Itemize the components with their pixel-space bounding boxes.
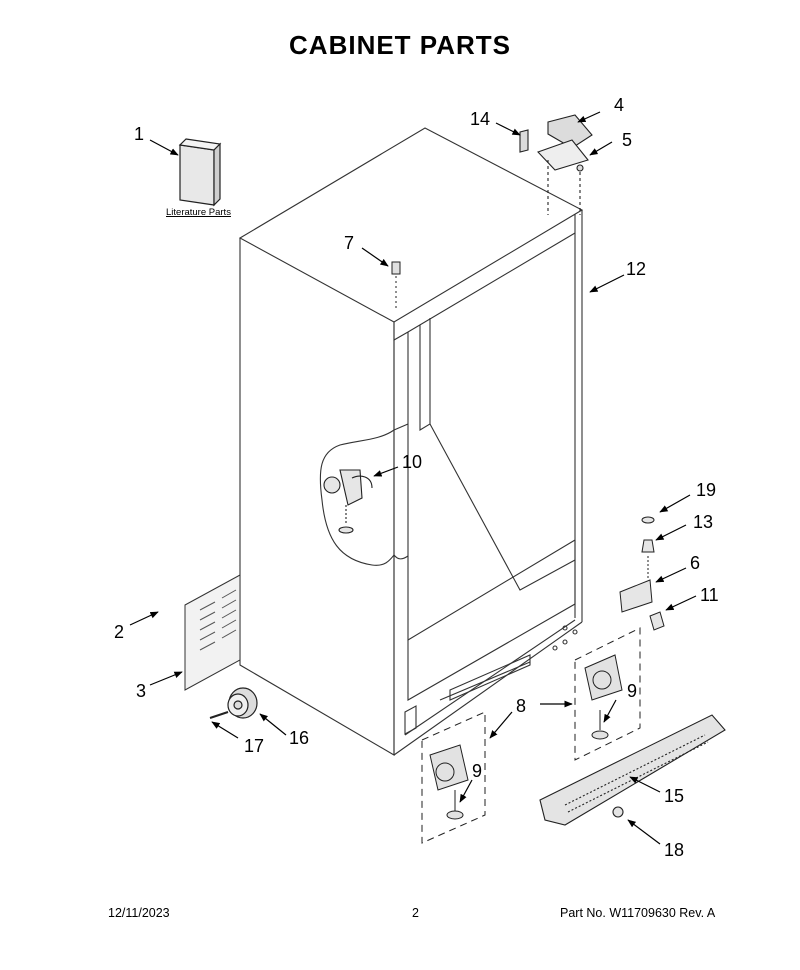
callout-9-left: 9: [472, 761, 483, 781]
callout-8: 8: [516, 696, 527, 716]
leader-15: [629, 776, 661, 793]
callout-1: 1: [134, 124, 145, 144]
leader-10: [373, 466, 399, 477]
callout-12: 12: [626, 259, 647, 279]
top-hinge: [519, 114, 593, 215]
callout-10: 10: [402, 452, 423, 472]
leader-5: [589, 141, 613, 156]
footer-date: 12/11/2023: [108, 906, 170, 920]
callout-15: 15: [664, 786, 685, 806]
drain-fitting: [323, 469, 373, 534]
page-title: CABINET PARTS: [289, 30, 511, 60]
left-front-roller: [421, 711, 486, 844]
callout-18: 18: [664, 840, 685, 860]
literature-parts-label: Literature Parts: [166, 207, 231, 218]
callout-2: 2: [114, 622, 125, 642]
base-grille: [539, 714, 726, 826]
handle-plug: [391, 261, 401, 310]
leader-2: [129, 611, 159, 626]
leader-13: [655, 524, 687, 541]
leader-19: [659, 494, 691, 513]
callout-7: 7: [344, 233, 355, 253]
leader-14: [495, 122, 521, 136]
footer-part-number: Part No. W11709630 Rev. A: [560, 906, 716, 920]
literature-booklet: [178, 138, 222, 207]
callout-13: 13: [693, 512, 714, 532]
leader-4: [577, 111, 601, 123]
leader-18: [627, 819, 661, 845]
leader-16: [259, 713, 287, 736]
leader-12: [589, 274, 625, 293]
callout-5: 5: [622, 130, 633, 150]
rear-grille: [184, 574, 241, 691]
right-front-roller: [574, 627, 641, 761]
callout-6: 6: [690, 553, 701, 573]
callout-3: 3: [136, 681, 147, 701]
callout-9-right: 9: [627, 681, 638, 701]
leader-1: [149, 139, 179, 156]
leader-6: [655, 567, 687, 583]
leader-3: [149, 671, 183, 686]
leader-8b: [489, 711, 513, 739]
leader-7: [361, 247, 389, 267]
rear-wheel: [209, 687, 258, 719]
leader-9b: [459, 779, 473, 803]
callout-14: 14: [470, 109, 491, 129]
leader-17: [211, 721, 239, 739]
callout-17: 17: [244, 736, 265, 756]
cabinet-body: [238, 127, 584, 756]
callout-16: 16: [289, 728, 310, 748]
footer-page-number: 2: [412, 906, 419, 920]
callout-19: 19: [696, 480, 717, 500]
leader-11: [665, 595, 697, 611]
callout-11: 11: [700, 585, 719, 605]
callout-4: 4: [614, 95, 625, 115]
leader-9a: [603, 699, 617, 723]
right-bracket: [619, 516, 665, 631]
